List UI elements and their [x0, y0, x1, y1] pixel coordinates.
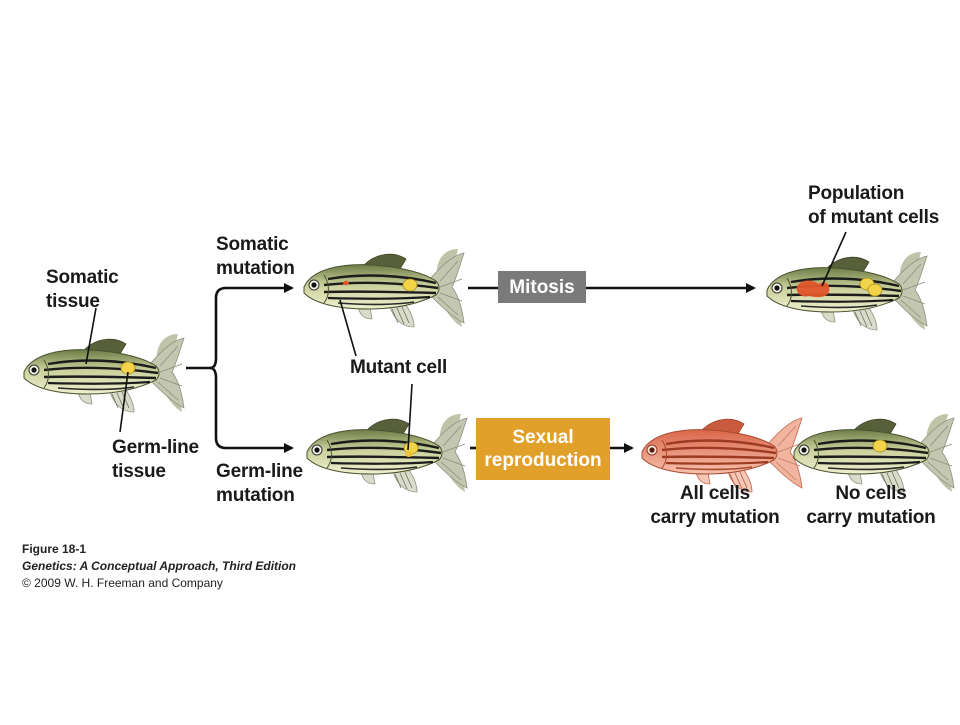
fish-germline-mutation [305, 412, 469, 494]
mitosis-box: Mitosis [498, 271, 586, 303]
branch-arrows [186, 283, 294, 453]
all-cells-label: All cells carry mutation [650, 483, 780, 528]
no-cells-label: No cells carry mutation [806, 483, 936, 528]
fish-all-cells-mutant [640, 416, 804, 494]
figure-number: Figure 18-1 [22, 542, 87, 556]
leader-lines [85, 231, 847, 451]
fish-somatic-mutation [302, 247, 466, 329]
sexual-label-line2: reproduction [484, 450, 602, 471]
fish-population-mutant [765, 250, 929, 332]
process-arrows [468, 283, 756, 453]
sexual-reproduction-box: Sexual reproduction [476, 418, 610, 480]
copyright-text: © 2009 W. H. Freeman and Company [22, 576, 223, 590]
fish-origin [22, 332, 186, 414]
figure-caption: Figure 18-1 Genetics: A Conceptual Appro… [22, 541, 296, 592]
sexual-label-line1: Sexual [512, 427, 574, 448]
mitosis-box-bg [498, 271, 586, 303]
mitosis-label: Mitosis [509, 276, 575, 298]
somatic-tissue-label: Somatic tissue [46, 267, 119, 312]
mutant-cell-label: Mutant cell [350, 357, 448, 378]
somatic-mutation-label: Somatic mutation [216, 234, 295, 279]
population-label: Population of mutant cells [808, 183, 940, 228]
germline-tissue-label: Germ-line tissue [112, 437, 199, 482]
fish-no-cells-mutant [792, 412, 956, 494]
sexual-box-bg [476, 418, 610, 480]
book-title: Genetics: A Conceptual Approach, Third E… [22, 559, 297, 573]
germline-mutation-label: Germ-line mutation [216, 461, 303, 506]
